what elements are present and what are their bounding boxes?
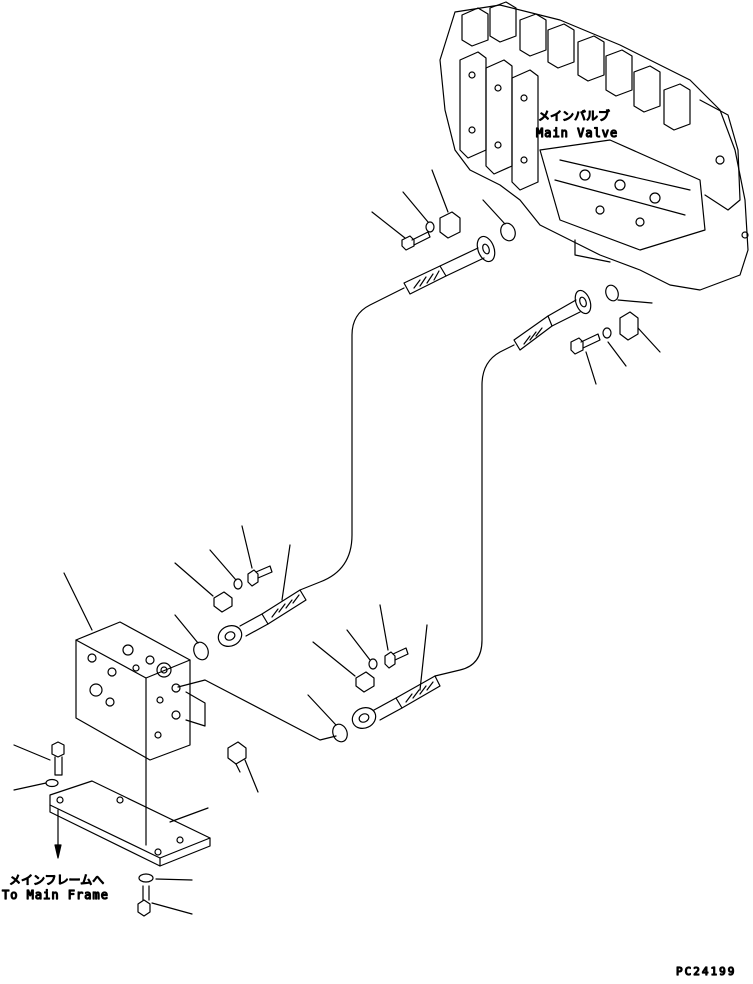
lower-hose-line bbox=[434, 344, 515, 677]
upper-hose-line bbox=[299, 287, 405, 591]
block-port-bracket bbox=[185, 691, 206, 727]
upper-hose-valve-end bbox=[371, 169, 516, 295]
main-valve bbox=[439, 1, 749, 291]
down-arrow-icon bbox=[54, 844, 62, 859]
upper-hose-block-end bbox=[174, 525, 307, 661]
main-valve-label-en: Main Valve bbox=[536, 126, 618, 140]
lower-hose-block-end bbox=[307, 604, 441, 743]
main-valve-label-jp: メインバルブ bbox=[538, 108, 610, 123]
plate-bolt-lower bbox=[137, 873, 193, 917]
lower-hose-valve-end bbox=[513, 284, 661, 385]
main-frame-label-jp: メインフレームへ bbox=[9, 873, 104, 887]
valve-block bbox=[63, 572, 259, 793]
figure-code: PC24199 bbox=[676, 965, 736, 978]
plate-bolt-upper bbox=[13, 741, 65, 791]
block-to-lower-hose-line bbox=[177, 679, 337, 741]
mounting-plate bbox=[49, 780, 211, 867]
main-frame-label-en: To Main Frame bbox=[2, 888, 109, 902]
